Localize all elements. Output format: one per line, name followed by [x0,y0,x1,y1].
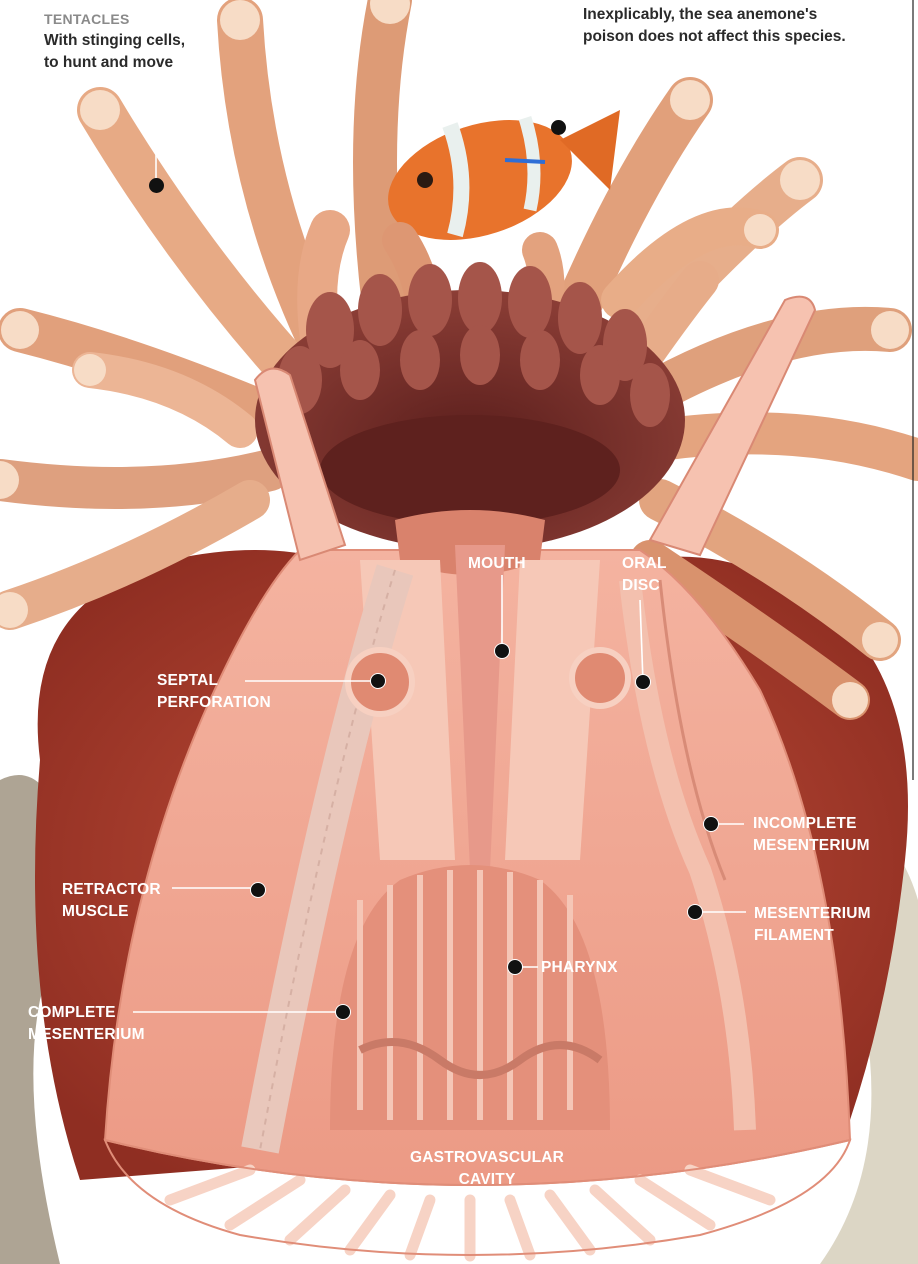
label-complete-mesenterium-line2: MESENTERIUM [28,1024,145,1046]
clownfish-note: Inexplicably, the sea anemone's poison d… [583,4,846,48]
label-pharynx: PHARYNX [541,957,618,979]
label-oral-disc-line1: ORAL [622,553,667,575]
clownfish-marker [551,120,566,135]
label-gastrovascular-cavity-line2: CAVITY [410,1169,564,1191]
label-incomplete-mesenterium-line2: MESENTERIUM [753,835,870,857]
label-pharynx-text: PHARYNX [541,957,618,979]
label-mesenterium-filament: MESENTERIUM FILAMENT [754,903,871,947]
label-mesenterium-filament-line1: MESENTERIUM [754,903,871,925]
label-retractor-muscle: RETRACTOR MUSCLE [62,879,161,923]
tentacles-marker [149,178,164,193]
tentacles-heading: TENTACLES [44,8,185,30]
clownfish-note-line1: Inexplicably, the sea anemone's [583,4,846,26]
mesenterium-filament-marker [687,904,703,920]
mouth-marker [494,643,510,659]
label-incomplete-mesenterium-line1: INCOMPLETE [753,813,870,835]
tentacles-note: TENTACLES With stinging cells, to hunt a… [44,8,185,74]
label-septal-perforation-line1: SEPTAL [157,670,271,692]
label-retractor-muscle-line2: MUSCLE [62,901,161,923]
retractor-muscle-marker [250,882,266,898]
label-basal-disc: BASAL DISC [122,1240,218,1262]
label-basal-disc-text: BASAL DISC [122,1240,218,1262]
label-gastrovascular-cavity-line1: GASTROVASCULAR [410,1147,564,1169]
tentacles-description-line1: With stinging cells, [44,30,185,52]
label-oral-disc-line2: DISC [622,575,667,597]
label-oral-disc: ORAL DISC [622,553,667,597]
clownfish-note-line2: poison does not affect this species. [583,26,846,48]
tentacles-description-line2: to hunt and move [44,52,185,74]
label-mouth: MOUTH [468,553,526,575]
label-complete-mesenterium: COMPLETE MESENTERIUM [28,1002,145,1046]
pharynx-marker [507,959,523,975]
label-incomplete-mesenterium: INCOMPLETE MESENTERIUM [753,813,870,857]
label-septal-perforation: SEPTAL PERFORATION [157,670,271,714]
label-retractor-muscle-line1: RETRACTOR [62,879,161,901]
incomplete-mesenterium-marker [703,816,719,832]
label-gastrovascular-cavity: GASTROVASCULAR CAVITY [410,1147,564,1191]
septal-perforation-marker [370,673,386,689]
complete-mesenterium-marker [335,1004,351,1020]
label-septal-perforation-line2: PERFORATION [157,692,271,714]
label-mesenterium-filament-line2: FILAMENT [754,925,871,947]
oral-disc-marker [635,674,651,690]
label-mouth-text: MOUTH [468,553,526,575]
label-complete-mesenterium-line1: COMPLETE [28,1002,145,1024]
